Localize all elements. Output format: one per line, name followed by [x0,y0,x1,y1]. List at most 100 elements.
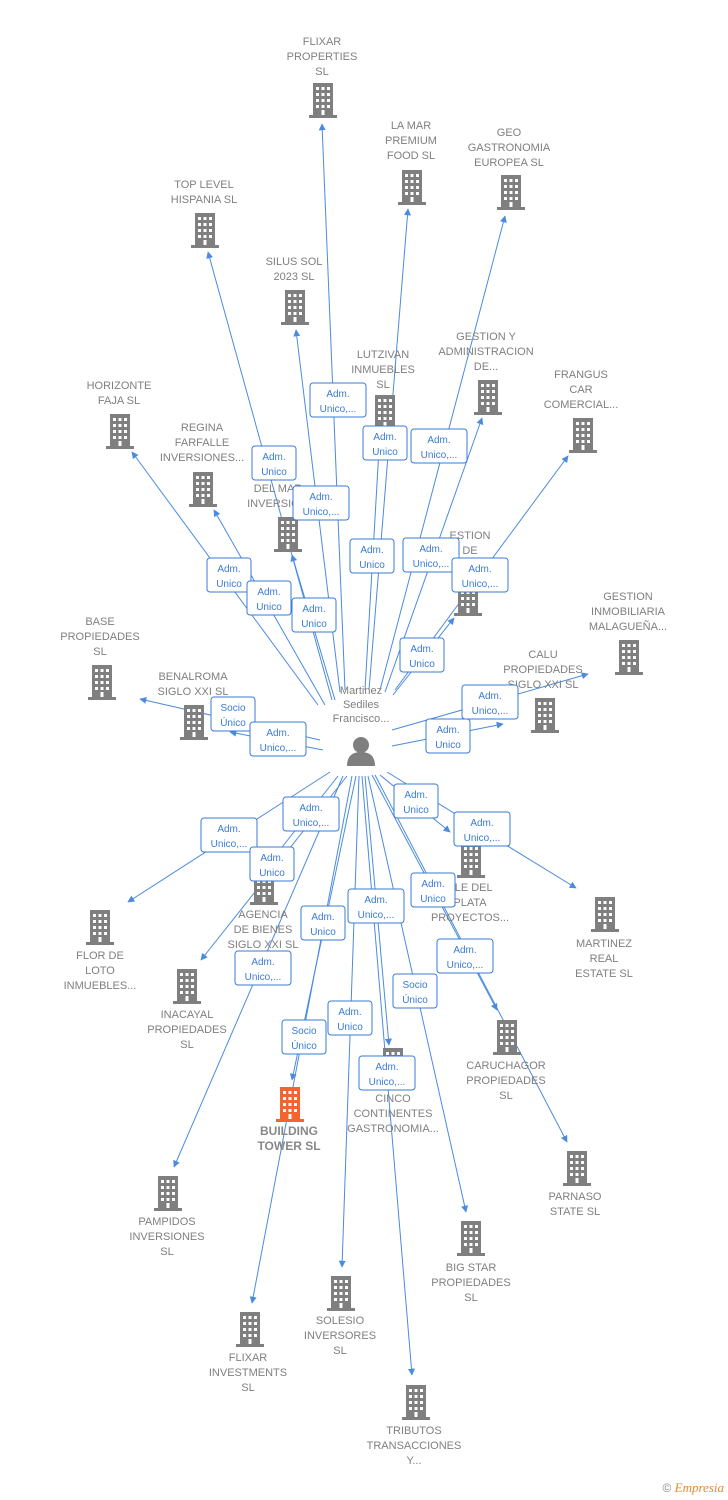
building-icon [493,1020,521,1055]
edge-label-box [461,684,519,720]
edge-label-text: Adm.Unico,... [303,492,340,518]
edge-label-text: Adm.Unico,... [293,803,330,829]
edge-label-box [362,425,408,461]
edge-label-box [300,905,346,941]
edge-label-cinco[interactable]: Adm.Unico,... [347,888,405,924]
edge-label-martinez-real[interactable]: Adm.Unico,... [453,811,511,847]
edge-label-text: Adm.Unico [403,790,429,816]
person-icon [347,737,375,766]
edge-label-box [425,718,471,754]
edge-label-tributos[interactable]: Adm.Unico,... [358,1055,416,1091]
edge-label-text: Adm.Unico,... [358,895,395,921]
edge-label-text: Adm.Unico,... [260,728,297,754]
building-icon [569,418,597,453]
edge-label-regina[interactable]: Adm.Unico [246,580,292,616]
edge-label-la-mar[interactable]: Adm.Unico [362,425,408,461]
edge-label-text: Adm.Unico,... [320,389,357,415]
building-icon [457,843,485,878]
edge-label-pampidos[interactable]: Adm.Unico,... [234,950,292,986]
edge-label-benalroma[interactable]: Adm.Unico,... [249,721,307,757]
edge-label-horizonte[interactable]: Adm.Unico [206,557,252,593]
building-icon [88,665,116,700]
edge-label-box [392,973,438,1009]
edge-label-geo[interactable]: Adm.Unico,... [410,428,468,464]
building-icon [474,380,502,415]
edge-label-text: Adm.Unico [216,564,242,590]
edge-label-lutzivan[interactable]: Adm.Unico [349,538,395,574]
edge-label-text: Adm.Unico,... [369,1062,406,1088]
footer: © Empresia [662,1480,724,1496]
edge-label-gestion-malaguena[interactable]: Adm.Unico,... [461,684,519,720]
building-icon [497,175,525,210]
edge-label-mar-inversiones[interactable]: Adm.Unico [291,597,337,633]
edge-label-agencia[interactable]: Adm.Unico,... [282,796,340,832]
edge-label-gestion-de[interactable]: Adm.Unico [399,637,445,673]
edge-label-solesio[interactable]: Adm.Unico [327,1000,373,1036]
edge-label-caruchagor[interactable]: Adm.Unico,... [436,938,494,974]
edge-label-inacayal[interactable]: Adm.Unico [249,846,295,882]
edge-label-building-tower[interactable]: Adm.Unico [300,905,346,941]
brand-logo: Empresia [674,1480,724,1495]
edge-label-text: Adm.Unico,... [413,544,450,570]
edge-label-top-level[interactable]: Adm.Unico [251,445,297,481]
edge-label-parnaso[interactable]: Adm.Unico [410,872,456,908]
edge-label-frangus[interactable]: Adm.Unico,... [451,557,509,593]
edge-label-flixar-properties[interactable]: Adm.Unico,... [309,382,367,418]
edge-label-text: Adm.Unico [301,604,327,630]
edge-label-box [402,537,460,573]
edge-label-mueble-plata[interactable]: Adm.Unico [393,783,439,819]
edge-label-silus[interactable]: Adm.Unico,... [292,485,350,521]
edge-label-gestion-admin[interactable]: Adm.Unico,... [402,537,460,573]
building-icon [173,969,201,1004]
edge-label-calu[interactable]: Adm.Unico [425,718,471,754]
building-icon [274,517,302,552]
edge-label-flor-de-loto[interactable]: Adm.Unico,... [200,817,258,853]
